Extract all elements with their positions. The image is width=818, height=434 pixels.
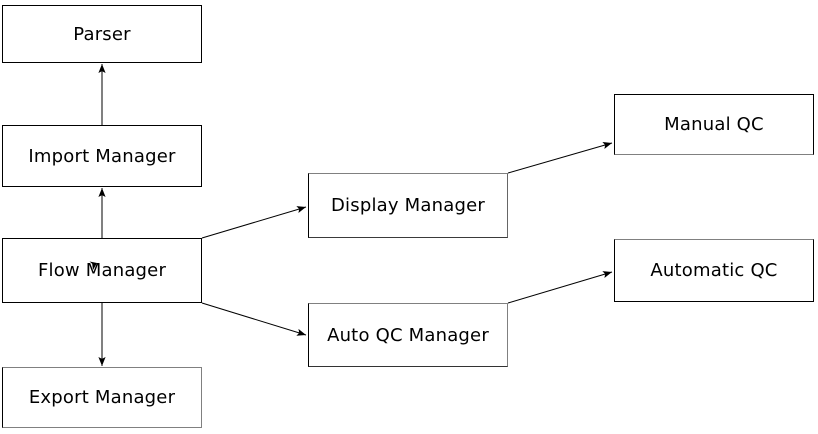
edge-display-manager-to-manual-qc xyxy=(507,142,613,174)
node-export-manager-label: Export Manager xyxy=(28,387,176,408)
edge-flow-manager-to-auto-qc-manager xyxy=(201,302,307,336)
node-import-manager: Import Manager xyxy=(2,125,202,187)
node-flow-manager: Flow Manager xyxy=(2,238,202,303)
node-display-manager-label: Display Manager xyxy=(331,195,485,216)
node-manual-qc: Manual QC xyxy=(614,94,814,155)
node-parser-label: Parser xyxy=(73,23,131,45)
node-import-manager-label: Import Manager xyxy=(28,145,176,167)
node-flow-manager-label: Flow Manager xyxy=(37,260,167,281)
node-automatic-qc-label: Automatic QC xyxy=(650,260,778,281)
node-auto-qc-manager: Auto QC Manager xyxy=(308,303,508,367)
node-export-manager: Export Manager xyxy=(2,367,202,428)
node-auto-qc-manager-label: Auto QC Manager xyxy=(327,324,489,346)
node-manual-qc-label: Manual QC xyxy=(664,114,764,135)
node-display-manager: Display Manager xyxy=(308,173,508,238)
node-automatic-qc: Automatic QC xyxy=(614,239,814,302)
edge-flow-manager-to-display-manager xyxy=(201,206,307,239)
edge-auto-qc-manager-to-automatic-qc xyxy=(507,271,613,304)
node-parser: Parser xyxy=(2,5,202,63)
